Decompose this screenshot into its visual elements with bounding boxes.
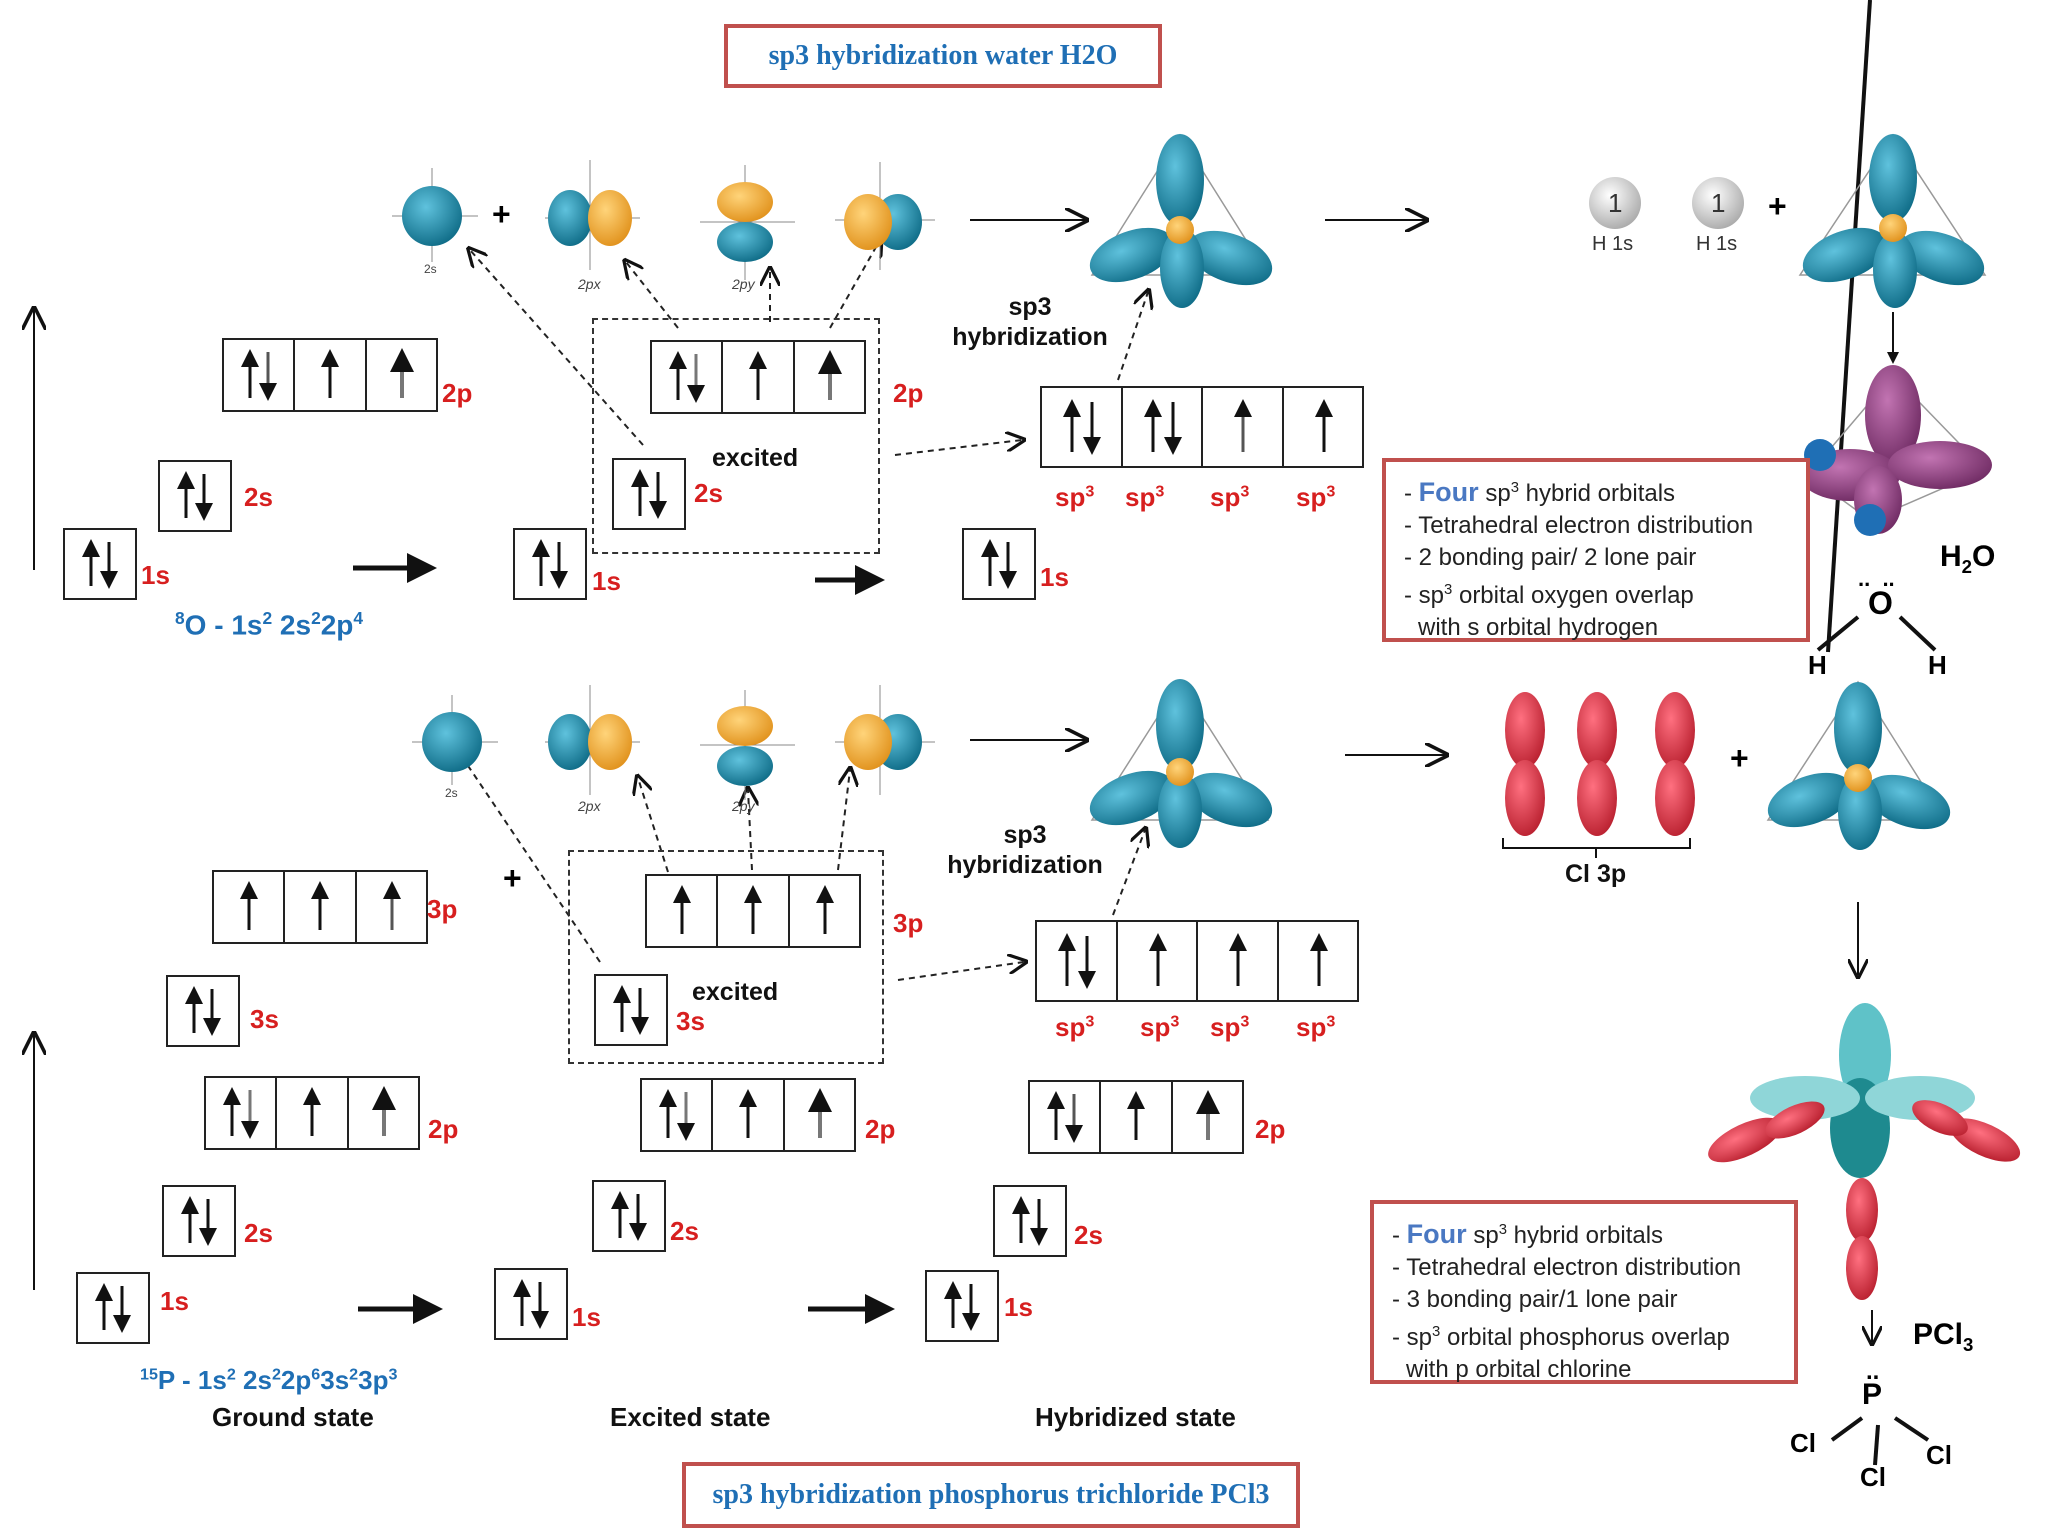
orbital-label-2s-top: 2s [424, 262, 437, 276]
p-sp3-label-2: sp3 [1140, 1012, 1180, 1042]
o-excited-2s-label: 2s [694, 478, 723, 508]
orbital-label-2py-bottom: 2py [732, 798, 755, 814]
p-excited-1s-label: 1s [572, 1302, 601, 1332]
p-excited-3p [645, 874, 861, 948]
pcl3-label: PCl3 [1913, 1318, 1974, 1355]
orbital-label-2px-top: 2px [578, 276, 601, 292]
p-sp3-label-1: sp3 [1055, 1012, 1095, 1042]
cl-3p-label: Cl 3p [1565, 860, 1627, 888]
p-ground-3p-label: 3p [427, 894, 458, 924]
p-ground-3s [166, 975, 240, 1047]
plus-top-1: + [492, 196, 511, 232]
title-pcl3-text: sp3 hybridization phosphorus trichloride… [712, 1479, 1270, 1510]
p-hybrid-sp3 [1035, 920, 1359, 1002]
plus-top-2: + [1768, 188, 1787, 224]
p-ground-1s-label: 1s [160, 1286, 189, 1316]
water-o-atom: O [1868, 585, 1893, 621]
state-excited: Excited state [610, 1402, 771, 1432]
o-excited-2s [612, 458, 686, 530]
p-excited-2p [640, 1078, 856, 1152]
o-hybrid-1s [962, 528, 1036, 600]
state-hybridized: Hybridized state [1035, 1402, 1236, 1432]
p-hybrid-2p [1028, 1080, 1244, 1154]
h1s-number-2: 1 [1711, 188, 1726, 218]
pcl3-cl-left: Cl [1790, 1428, 1816, 1458]
o-excited-label: excited [712, 444, 799, 472]
pcl3-cl-right: Cl [1926, 1440, 1952, 1470]
o-excited-1s [513, 528, 587, 600]
p-excited-2s-label: 2s [670, 1216, 699, 1246]
p-ground-3s-label: 3s [250, 1004, 279, 1034]
p-sp3-label-3: sp3 [1210, 1012, 1250, 1042]
o-ground-1s [63, 528, 137, 600]
p-ground-2s-label: 2s [244, 1218, 273, 1248]
h1s-number-1: 1 [1608, 188, 1623, 218]
orbital-label-2s-bottom: 2s [445, 786, 458, 800]
p-sp3-label-4: sp3 [1296, 1012, 1336, 1042]
o-hybrid-sp3 [1040, 386, 1364, 468]
orbital-label-2px-bottom: 2px [578, 798, 601, 814]
o-excited-2p [650, 340, 866, 414]
h1s-label-2: H 1s [1696, 233, 1738, 255]
pcl3-cl-bottom: Cl [1860, 1462, 1886, 1492]
state-ground: Ground state [212, 1402, 374, 1432]
p-excited-3p-label: 3p [893, 908, 924, 938]
pcl3-lone-pair: .. [1866, 1358, 1880, 1385]
p-excited-label: excited [692, 978, 779, 1006]
p-ground-2p [204, 1076, 420, 1150]
o-ground-2p-label: 2p [442, 378, 473, 408]
p-ground-1s [76, 1272, 150, 1344]
info-box-pcl3: - Four sp3 hybrid orbitals - Tetrahedral… [1370, 1200, 1798, 1384]
o-sp3-label-1: sp3 [1055, 482, 1095, 512]
p-excited-2s [592, 1180, 666, 1252]
title-water-text: sp3 hybridization water H2O [768, 40, 1118, 71]
excited-region-bottom [568, 850, 884, 1064]
p-hybrid-2p-label: 2p [1255, 1114, 1286, 1144]
o-ground-1s-label: 1s [141, 560, 170, 590]
p-hybrid-2s-label: 2s [1074, 1220, 1103, 1250]
pcl3-p-atom: P [1862, 1378, 1883, 1411]
o-ground-2s-label: 2s [244, 482, 273, 512]
p-hybrid-1s-label: 1s [1004, 1292, 1033, 1322]
plus-bottom-1: + [503, 860, 522, 896]
o-sp3-label-3: sp3 [1210, 482, 1250, 512]
p-excited-3s [594, 974, 668, 1046]
p-ground-3p [212, 870, 428, 944]
orbital-label-2py-top: 2py [732, 276, 755, 292]
o-sp3-label-4: sp3 [1296, 482, 1336, 512]
water-h-right: H [1928, 650, 1947, 680]
title-water: sp3 hybridization water H2O [724, 24, 1162, 88]
plus-bottom-2: + [1730, 740, 1749, 776]
o-excited-2p-label: 2p [893, 378, 924, 408]
o-ground-2p [222, 338, 438, 412]
water-lone-pairs: .. .. [1858, 566, 1895, 591]
p-excited-1s [494, 1268, 568, 1340]
water-h-left: H [1808, 650, 1827, 680]
p-hybrid-1s [925, 1270, 999, 1342]
p-ground-2s [162, 1185, 236, 1257]
phosphorus-config: 15P - 1s2 2s22p63s23p3 [140, 1365, 398, 1395]
o-excited-1s-label: 1s [592, 566, 621, 596]
p-hybrid-2s [993, 1185, 1067, 1257]
info-box-water: - Four sp3 hybrid orbitals - Tetrahedral… [1382, 458, 1810, 642]
p-excited-3s-label: 3s [676, 1006, 705, 1036]
o-ground-2s [158, 460, 232, 532]
h1s-label-1: H 1s [1592, 233, 1634, 255]
title-pcl3: sp3 hybridization phosphorus trichloride… [682, 1462, 1300, 1528]
p-ground-2p-label: 2p [428, 1114, 459, 1144]
o-hybrid-1s-label: 1s [1040, 562, 1069, 592]
p-excited-2p-label: 2p [865, 1114, 896, 1144]
excited-region-top [592, 318, 880, 554]
oxygen-config: 8O - 1s2 2s22p4 [175, 608, 364, 641]
h2o-label: H2O [1940, 540, 1996, 577]
o-sp3-label-2: sp3 [1125, 482, 1165, 512]
